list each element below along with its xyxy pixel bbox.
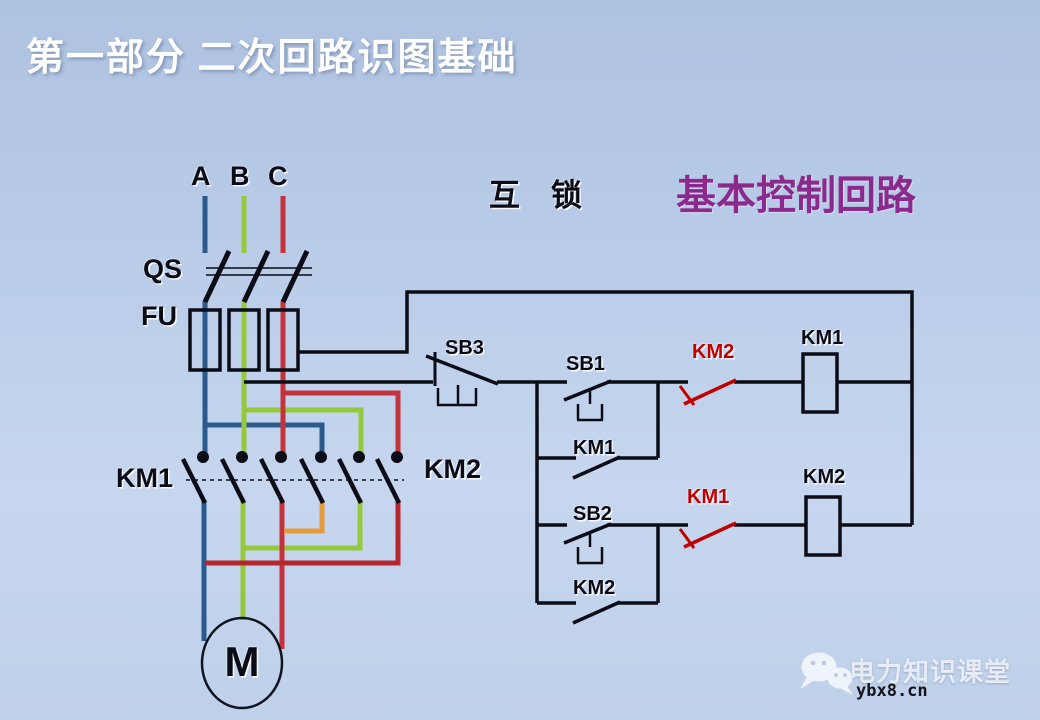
watermark-channel-name: 电力知识课堂 bbox=[849, 657, 1012, 687]
motor-symbol bbox=[200, 616, 284, 710]
km1-holding-label: KM1 bbox=[573, 437, 616, 459]
phase-a-label: A bbox=[191, 161, 211, 191]
km2-holding-label: KM2 bbox=[573, 577, 616, 599]
sb2-label: SB2 bbox=[573, 503, 612, 525]
km2-main-label: KM2 bbox=[424, 454, 482, 484]
control-circuit-heading: 基本控制回路 bbox=[676, 173, 916, 218]
interlock-label: 互 锁 bbox=[489, 178, 582, 213]
km1-coil-label: KM1 bbox=[801, 327, 844, 349]
disconnector-qs-label: QS bbox=[143, 254, 183, 284]
km2-holding-contact-symbol bbox=[572, 600, 621, 625]
slide-title: 第一部分 二次回路识图基础 bbox=[26, 37, 518, 79]
phase-swap-wire-orange bbox=[284, 500, 325, 534]
phase-swap-wire-red bbox=[206, 500, 401, 566]
sb1-label: SB1 bbox=[566, 353, 605, 375]
phase-c-label: C bbox=[268, 161, 288, 191]
watermark-website: ybx8.cn bbox=[856, 681, 928, 701]
km2-interlock-label: KM2 bbox=[692, 341, 735, 363]
phase-b-label: B bbox=[230, 161, 250, 191]
km2-coil-symbol bbox=[804, 495, 842, 557]
km1-interlock-label: KM1 bbox=[687, 486, 730, 508]
sb2-symbol bbox=[563, 522, 612, 565]
sb3-symbol bbox=[425, 352, 499, 407]
sb1-symbol bbox=[563, 379, 612, 422]
fuse-fu-label: FU bbox=[141, 301, 177, 331]
sb3-label: SB3 bbox=[445, 337, 484, 359]
wechat-icon bbox=[800, 652, 853, 695]
km2-nc-contact-symbol bbox=[678, 378, 737, 406]
phase-c-wire bbox=[279, 196, 401, 649]
km1-main-label: KM1 bbox=[116, 463, 174, 493]
main-contacts bbox=[180, 451, 403, 505]
km1-holding-contact-symbol bbox=[572, 455, 621, 480]
qs-disconnector-symbol bbox=[202, 249, 312, 304]
km1-nc-contact-symbol bbox=[678, 521, 737, 549]
km1-coil-symbol bbox=[801, 352, 839, 414]
km2-coil-label: KM2 bbox=[803, 466, 846, 488]
control-wiring bbox=[244, 290, 914, 605]
fuse-symbols bbox=[188, 308, 300, 372]
motor-m-label: M bbox=[224, 638, 260, 685]
